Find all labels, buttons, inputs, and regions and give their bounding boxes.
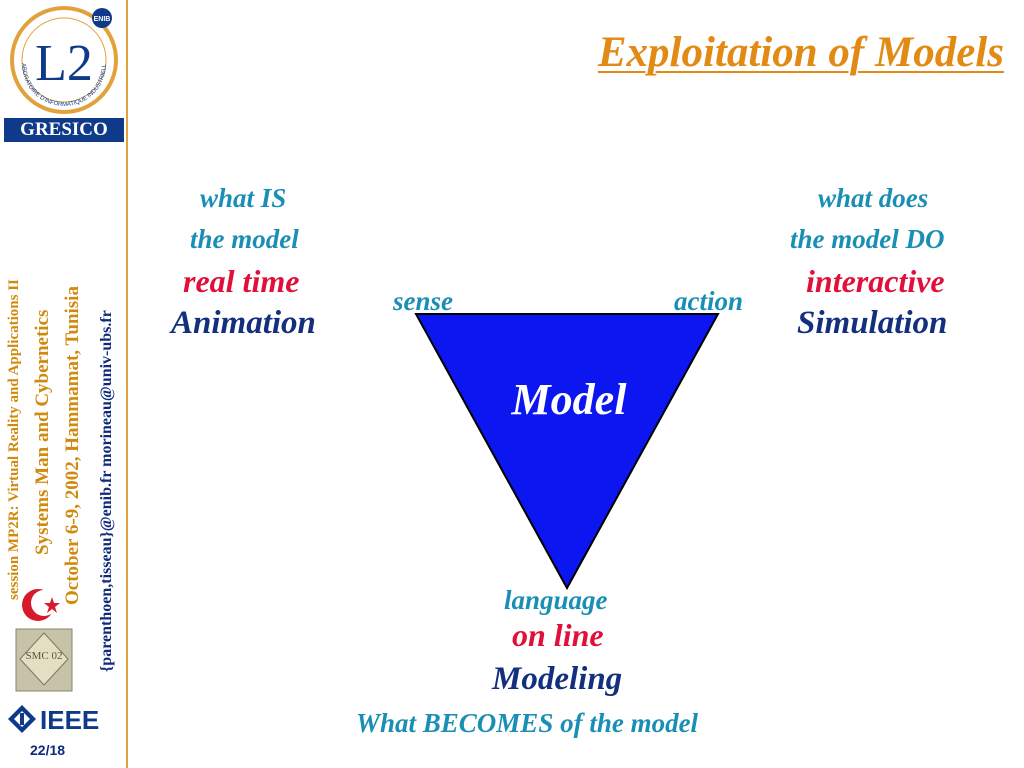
right-question-1: what does [818, 183, 929, 213]
left-name: Animation [171, 305, 316, 341]
right-name: Simulation [797, 305, 948, 341]
conference-text: Systems Man and Cybernetics [32, 309, 53, 555]
session-text: session MP2R: Virtual Reality and Applic… [6, 279, 22, 600]
smc-crescent-logo: SMC 02 [15, 589, 73, 692]
page-number: 22/18 [30, 742, 66, 758]
bottom-name: Modeling [492, 661, 623, 697]
bottom-mode: on line [512, 617, 604, 653]
date-place-text: October 6-9, 2002, Hammamat, Tunisia [62, 286, 83, 605]
right-mode: interactive [806, 263, 945, 299]
left-question-2: the model [190, 224, 299, 254]
group-label: GRESICO [4, 118, 124, 142]
sidebar: L2 ENIB LABORATOIRE D'INFORMATIQUE INDUS… [0, 0, 128, 768]
ieee-logo: IEEE [8, 705, 99, 735]
right-question-2: the model DO [790, 224, 945, 254]
slide-title: Exploitation of Models [597, 29, 1004, 76]
smc-logo-text: SMC 02 [26, 650, 63, 662]
bottom-question: What BECOMES of the model [356, 708, 699, 738]
vertex-action: action [674, 286, 744, 316]
triangle-shape [414, 313, 720, 591]
logo-text: L2 [35, 35, 93, 92]
model-triangle: Model [414, 313, 720, 591]
star-icon [44, 597, 60, 613]
l2-logo: L2 ENIB LABORATOIRE D'INFORMATIQUE INDUS… [6, 4, 118, 114]
model-label: Model [511, 375, 628, 424]
contacts-text: {parenthoen,tisseau}@enib.fr morineau@un… [98, 310, 115, 672]
ieee-label: IEEE [40, 705, 99, 735]
vertex-sense: sense [393, 286, 453, 316]
logo-badge: ENIB [94, 16, 111, 23]
vertex-language: language [504, 585, 608, 615]
left-question-1: what IS [200, 183, 287, 213]
left-mode: real time [183, 263, 300, 299]
